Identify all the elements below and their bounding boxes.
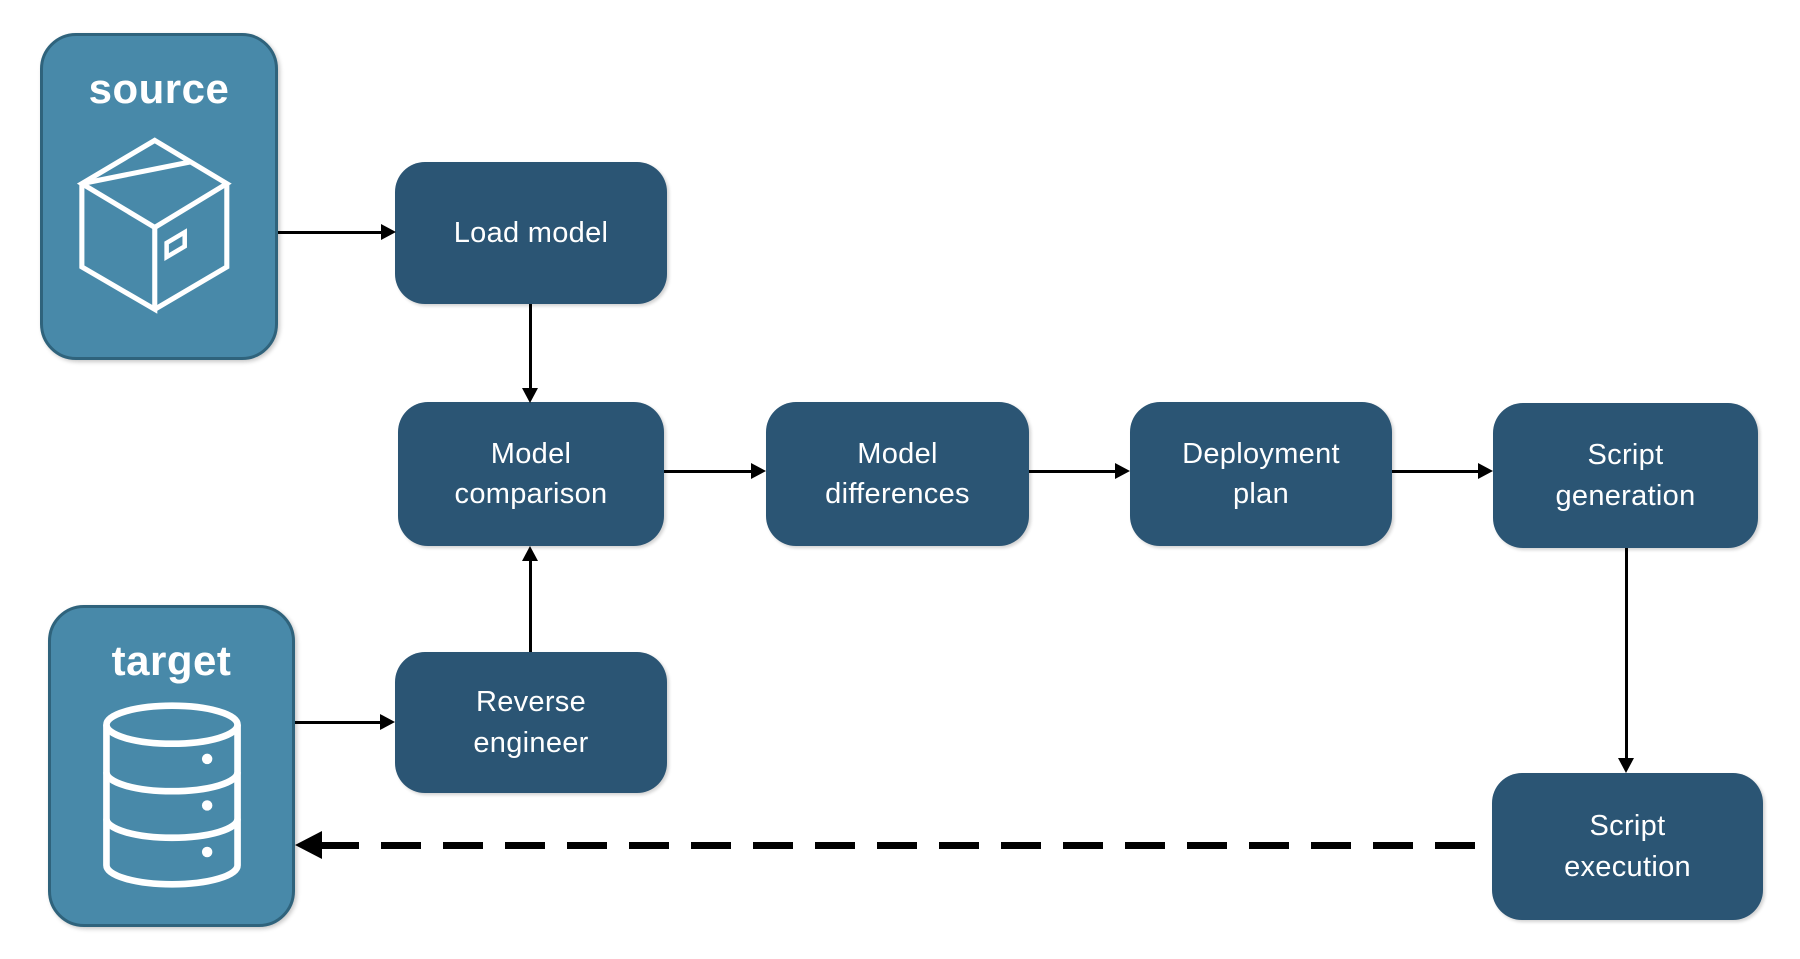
- connector-model-differences-to-deployment-plan: [1029, 470, 1116, 473]
- node-script-execution: Script execution: [1492, 773, 1763, 920]
- connector-target-to-reverse-engineer: [295, 721, 381, 724]
- target-label: target: [111, 637, 232, 684]
- target-endpoint: target: [48, 605, 295, 927]
- connector-load-model-to-model-comparison: [529, 304, 532, 389]
- connector-reverse-engineer-to-model-comparison: [529, 560, 532, 652]
- node-script-generation: Script generation: [1493, 403, 1758, 548]
- arrowhead-reverse-engineer-to-model-comparison: [522, 546, 538, 561]
- node-script-execution-label: Script execution: [1564, 810, 1691, 883]
- node-deployment-plan-label: Deployment plan: [1182, 437, 1340, 510]
- node-reverse-engineer-label: Reverse engineer: [473, 686, 589, 759]
- connector-source-to-load-model: [278, 231, 381, 234]
- arrowhead-source-to-load-model: [381, 224, 396, 240]
- node-deployment-plan: Deployment plan: [1130, 402, 1392, 546]
- node-load-model: Load model: [395, 162, 667, 304]
- connector-script-execution-to-target-dashed: [319, 842, 1492, 849]
- arrowhead-script-execution-to-target: [295, 831, 322, 859]
- node-model-comparison: Model comparison: [398, 402, 664, 546]
- arrowhead-target-to-reverse-engineer: [380, 714, 395, 730]
- arrowhead-script-generation-to-script-execution: [1618, 758, 1634, 773]
- arrowhead-model-comparison-to-model-differences: [751, 463, 766, 479]
- database-icon: [102, 702, 241, 888]
- node-model-comparison-label: Model comparison: [454, 437, 608, 510]
- node-model-differences-label: Model differences: [825, 437, 970, 510]
- node-model-differences: Model differences: [766, 402, 1029, 546]
- arrowhead-model-differences-to-deployment-plan: [1115, 463, 1130, 479]
- source-endpoint: source: [40, 33, 278, 360]
- arrowhead-deployment-plan-to-script-generation: [1478, 463, 1493, 479]
- node-script-generation-label: Script generation: [1555, 439, 1696, 512]
- connector-script-generation-to-script-execution: [1625, 548, 1628, 759]
- node-load-model-label: Load model: [453, 216, 609, 249]
- arrowhead-load-model-to-model-comparison: [522, 388, 538, 403]
- connector-model-comparison-to-model-differences: [664, 470, 752, 473]
- node-reverse-engineer: Reverse engineer: [395, 652, 667, 793]
- package-icon: [76, 137, 232, 314]
- connector-deployment-plan-to-script-generation: [1392, 470, 1479, 473]
- source-label: source: [88, 65, 230, 112]
